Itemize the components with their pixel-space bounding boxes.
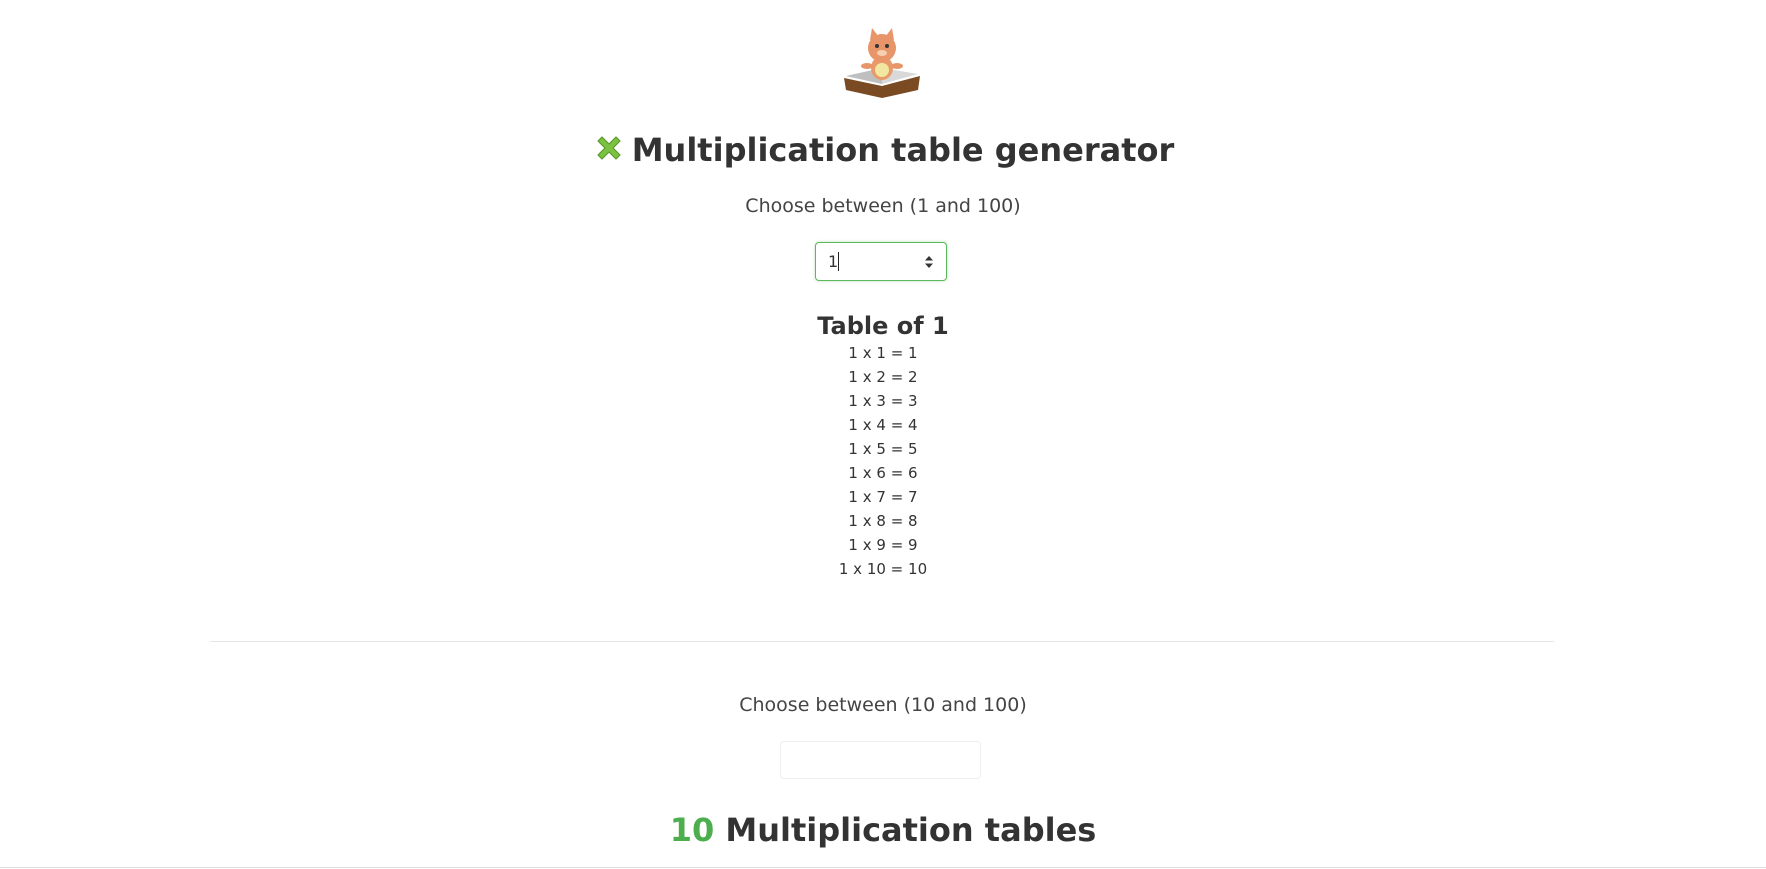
table-row: 1 x 8 = 8 <box>848 512 918 530</box>
section-divider <box>210 641 1554 642</box>
table-row: 1 x 3 = 3 <box>848 392 918 410</box>
table-row: 1 x 7 = 7 <box>848 488 918 506</box>
table-row: 1 x 4 = 4 <box>848 416 918 434</box>
page-title: Multiplication table generator <box>0 128 1766 172</box>
table-row: 1 x 6 = 6 <box>848 464 918 482</box>
tables-count-input[interactable] <box>780 741 981 779</box>
text-caret <box>838 252 839 271</box>
table-row: 1 x 9 = 9 <box>848 536 918 554</box>
multiplication-rows: 1 x 1 = 1 1 x 2 = 2 1 x 3 = 3 1 x 4 = 4 … <box>0 341 1766 581</box>
green-x-icon <box>592 131 626 165</box>
multi-range-label: Choose between (10 and 100) <box>739 694 1027 716</box>
multi-tables-title: 10 Multiplication tables <box>0 808 1766 852</box>
multi-tables-title-text: Multiplication tables <box>725 811 1097 849</box>
table-number-input[interactable]: 1 <box>815 242 947 281</box>
table-row: 1 x 10 = 10 <box>838 560 928 578</box>
number-spinner-icon[interactable] <box>924 254 934 270</box>
single-range-label: Choose between (1 and 100) <box>745 195 1021 217</box>
bottom-border <box>0 867 1766 868</box>
table-row: 1 x 5 = 5 <box>848 440 918 458</box>
table-number-value: 1 <box>828 252 839 271</box>
table-row: 1 x 1 = 1 <box>848 344 918 362</box>
tables-count: 10 <box>669 811 715 849</box>
cat-on-book-icon <box>842 28 922 98</box>
table-title: Table of 1 <box>817 312 949 340</box>
page-title-text: Multiplication table generator <box>631 131 1175 169</box>
table-row: 1 x 2 = 2 <box>848 368 918 386</box>
